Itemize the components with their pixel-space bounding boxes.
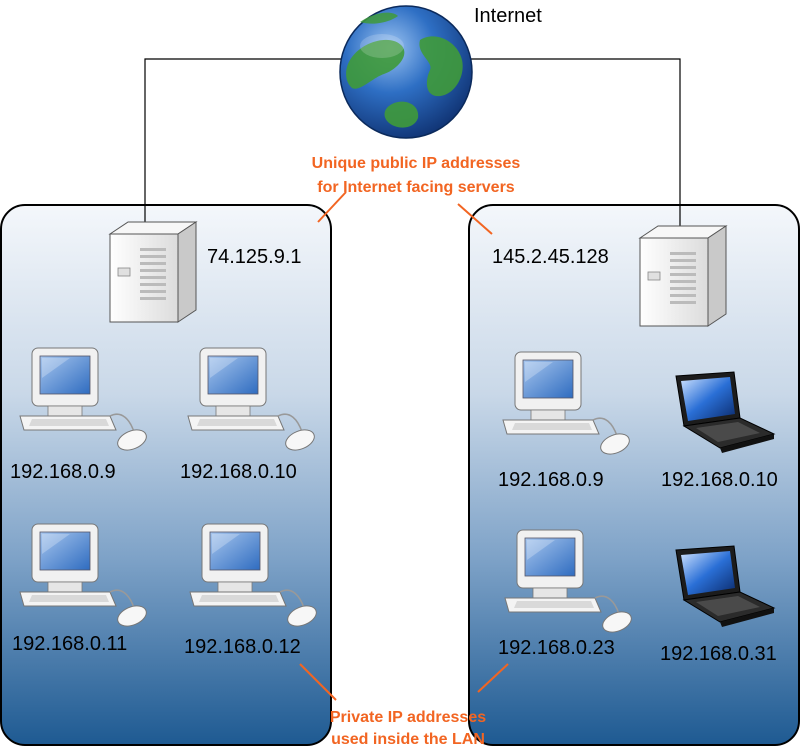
connection-line-right xyxy=(470,58,681,228)
right-computer-1-ip: 192.168.0.9 xyxy=(498,469,604,491)
private-ip-note-line2: used inside the LAN xyxy=(331,731,485,748)
private-ip-annotation: Private IP addresses used inside the LAN xyxy=(299,663,509,748)
private-ip-note-line1: Private IP addresses xyxy=(330,709,486,726)
internet-label: Internet xyxy=(474,5,542,27)
left-computer-4-ip: 192.168.0.12 xyxy=(184,636,301,658)
lan-box-left xyxy=(0,204,332,746)
connection-line-left xyxy=(144,58,345,226)
private-ip-pointer-right xyxy=(477,663,509,693)
left-computer-2-ip: 192.168.0.10 xyxy=(180,461,297,483)
public-ip-annotation: Unique public IP addresses for Internet … xyxy=(312,155,521,235)
server-left-icon xyxy=(109,221,197,323)
left-computer-3-ip: 192.168.0.11 xyxy=(12,633,127,655)
server-right-icon xyxy=(639,225,727,327)
server-left-ip: 74.125.9.1 xyxy=(207,246,302,268)
public-ip-note-line1: Unique public IP addresses xyxy=(312,155,521,172)
public-ip-pointer-left xyxy=(317,191,347,223)
left-computer-1-ip: 192.168.0.9 xyxy=(10,461,116,483)
right-computer-3-ip: 192.168.0.23 xyxy=(498,637,615,659)
public-ip-note-line2: for Internet facing servers xyxy=(317,179,515,196)
public-ip-pointer-right xyxy=(457,203,493,235)
right-computer-2-ip: 192.168.0.10 xyxy=(661,469,778,491)
server-right-ip: 145.2.45.128 xyxy=(492,246,609,268)
right-computer-4-ip: 192.168.0.31 xyxy=(660,643,777,665)
private-ip-pointer-left xyxy=(299,663,337,701)
internet-globe-icon xyxy=(339,5,473,139)
